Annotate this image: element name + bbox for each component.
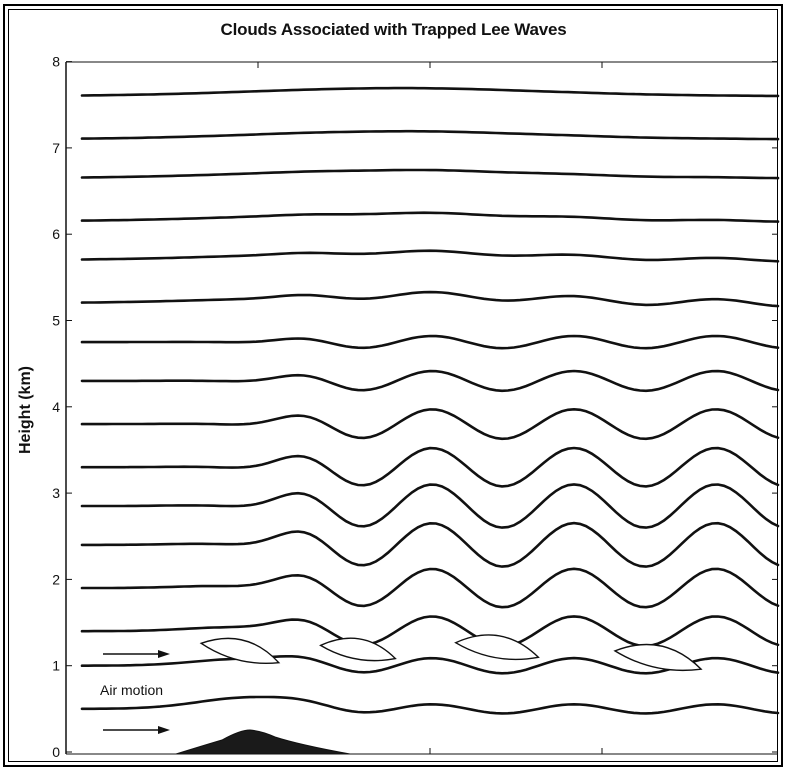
streamline-15 [80, 86, 780, 98]
lenticular-cloud-2 [319, 637, 397, 662]
y-tick-label-8: 8 [52, 54, 60, 70]
air-motion-label: Air motion [100, 682, 163, 698]
streamline-4 [80, 521, 780, 568]
lenticular-cloud-3 [454, 634, 540, 661]
mountain-group [175, 729, 351, 755]
air-arrow-head-2 [158, 726, 170, 734]
streamline-5 [80, 483, 780, 529]
y-axis-ticks: 0 1 2 3 4 5 6 7 8 [52, 54, 778, 760]
air-motion-arrows [103, 650, 170, 734]
figure-inner-border [8, 9, 778, 762]
y-tick-label-2: 2 [52, 571, 60, 587]
y-tick-label-3: 3 [52, 485, 60, 501]
mountain-shape [175, 729, 351, 755]
streamline-2 [80, 615, 780, 648]
streamline-13 [80, 168, 780, 180]
y-tick-label-0: 0 [52, 744, 60, 760]
figure-outer-border [3, 4, 783, 767]
y-tick-label-6: 6 [52, 226, 60, 242]
y-tick-label-4: 4 [52, 399, 60, 415]
streamline-0 [80, 695, 780, 715]
streamline-14 [80, 129, 780, 141]
lenticular-cloud-1 [199, 637, 281, 664]
lenticular-clouds [199, 634, 703, 672]
streamline-9 [80, 334, 780, 350]
streamline-7 [80, 407, 780, 441]
y-tick-label-7: 7 [52, 140, 60, 156]
y-tick-label-1: 1 [52, 658, 60, 674]
air-arrow-head-1 [158, 650, 170, 658]
lenticular-cloud-4 [613, 643, 703, 672]
streamline-3 [80, 567, 780, 609]
streamline-1 [80, 655, 780, 675]
streamline-11 [80, 249, 780, 263]
streamline-8 [80, 369, 780, 393]
streamline-10 [80, 290, 780, 308]
streamlines [80, 86, 780, 715]
figure-title: Clouds Associated with Trapped Lee Waves [220, 20, 567, 39]
streamline-6 [80, 446, 780, 488]
streamline-12 [80, 211, 780, 223]
y-tick-label-5: 5 [52, 313, 60, 329]
